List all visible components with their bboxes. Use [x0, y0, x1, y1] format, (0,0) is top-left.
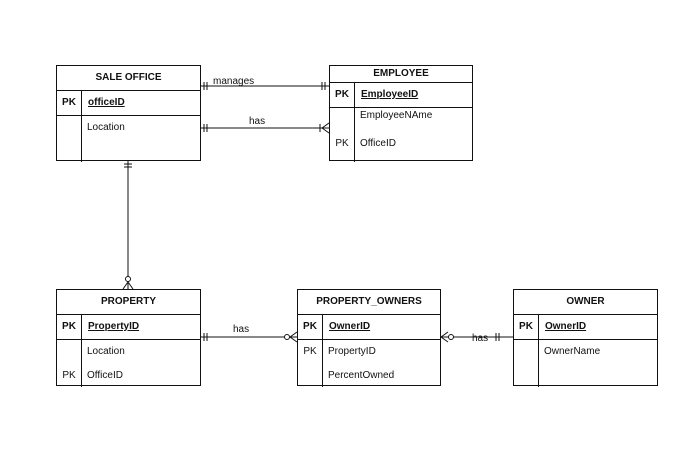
pk-field: officeID: [88, 97, 125, 108]
rel-label-has: has: [249, 116, 266, 127]
pk-label: PK: [298, 315, 323, 339]
attribute: Location: [87, 122, 125, 133]
attribute: Location: [87, 346, 125, 357]
pk-field: OwnerID: [545, 321, 587, 332]
entity-property-owners[interactable]: PROPERTY_OWNERS PK OwnerID PK PropertyID…: [297, 289, 441, 387]
entity-title: EMPLOYEE: [330, 66, 472, 83]
pk-label: PK: [57, 91, 82, 115]
attribute: OwnerName: [544, 346, 601, 357]
entity-property[interactable]: PROPERTY PK PropertyID Location PK Offic…: [56, 289, 201, 387]
attribute: OfficeID: [87, 370, 123, 381]
attribute: OfficeID: [360, 138, 396, 149]
entity-title: SALE OFFICE: [57, 66, 200, 91]
entity-title: OWNER: [514, 290, 657, 315]
entity-sale-office[interactable]: SALE OFFICE PK officeID Location: [56, 65, 201, 162]
pk-label: PK: [330, 83, 355, 107]
key-label: PK: [335, 138, 349, 149]
key-label: PK: [303, 346, 317, 357]
rel-label-manages: manages: [213, 76, 255, 87]
rel-label-has: has: [233, 324, 250, 335]
pk-field: OwnerID: [329, 321, 371, 332]
attribute: EmployeeNAme: [360, 110, 433, 121]
entity-owner[interactable]: OWNER PK OwnerID OwnerName: [513, 289, 658, 387]
entity-title: PROPERTY: [57, 290, 200, 315]
rel-label-has: has: [472, 333, 489, 344]
attribute: PercentOwned: [328, 370, 395, 381]
entity-title: PROPERTY_OWNERS: [298, 290, 440, 315]
pk-label: PK: [514, 315, 539, 339]
pk-field: EmployeeID: [361, 89, 419, 100]
key-label: PK: [62, 370, 76, 381]
pk-field: PropertyID: [88, 321, 140, 332]
attribute: PropertyID: [328, 346, 376, 357]
pk-label: PK: [57, 315, 82, 339]
entity-employee[interactable]: EMPLOYEE PK EmployeeID EmployeeNAme PK O…: [329, 65, 473, 162]
